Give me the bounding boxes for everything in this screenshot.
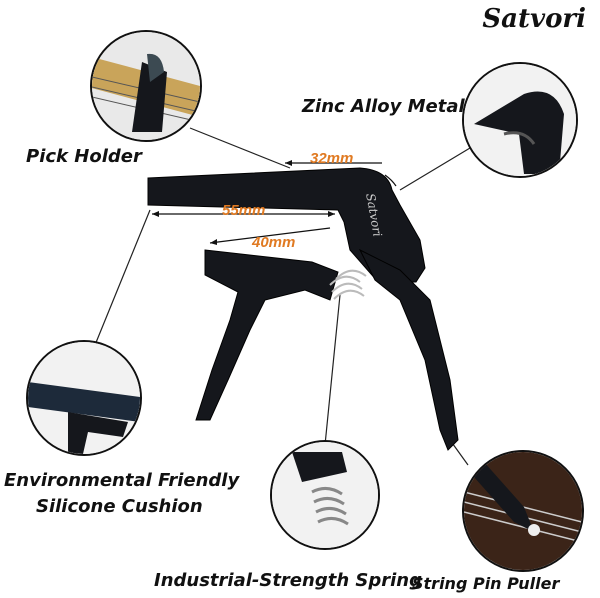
- brand-logo: Satvori: [482, 4, 586, 34]
- pick-holder-connector: [189, 127, 291, 169]
- string-pin-puller-detail: [462, 450, 584, 572]
- pick-holder-detail: [90, 30, 202, 142]
- spring: [329, 269, 367, 300]
- capo-body: [147, 167, 459, 451]
- zinc-connector: [399, 147, 471, 191]
- silicone-cushion-label: Silicone Cushion: [36, 496, 203, 517]
- dimension-upper: 55mm: [222, 202, 266, 219]
- string-pin-puller-label: String Pin Puller: [412, 574, 560, 593]
- zinc-alloy-detail: [462, 62, 578, 178]
- silicone-cushion-detail: [26, 340, 142, 456]
- dimension-top: 32mm: [310, 150, 354, 167]
- environmental-label: Environmental Friendly: [4, 470, 240, 491]
- pick-holder-label: Pick Holder: [26, 146, 142, 167]
- spring-label: Industrial-Strength Spring: [154, 570, 422, 591]
- spring-connector: [324, 294, 341, 446]
- zinc-alloy-label: Zinc Alloy Metal: [302, 96, 465, 117]
- cushion-connector: [94, 209, 151, 346]
- dimension-arrows: [152, 162, 397, 244]
- dimension-lower: 40mm: [252, 234, 296, 251]
- spring-detail: [270, 440, 380, 550]
